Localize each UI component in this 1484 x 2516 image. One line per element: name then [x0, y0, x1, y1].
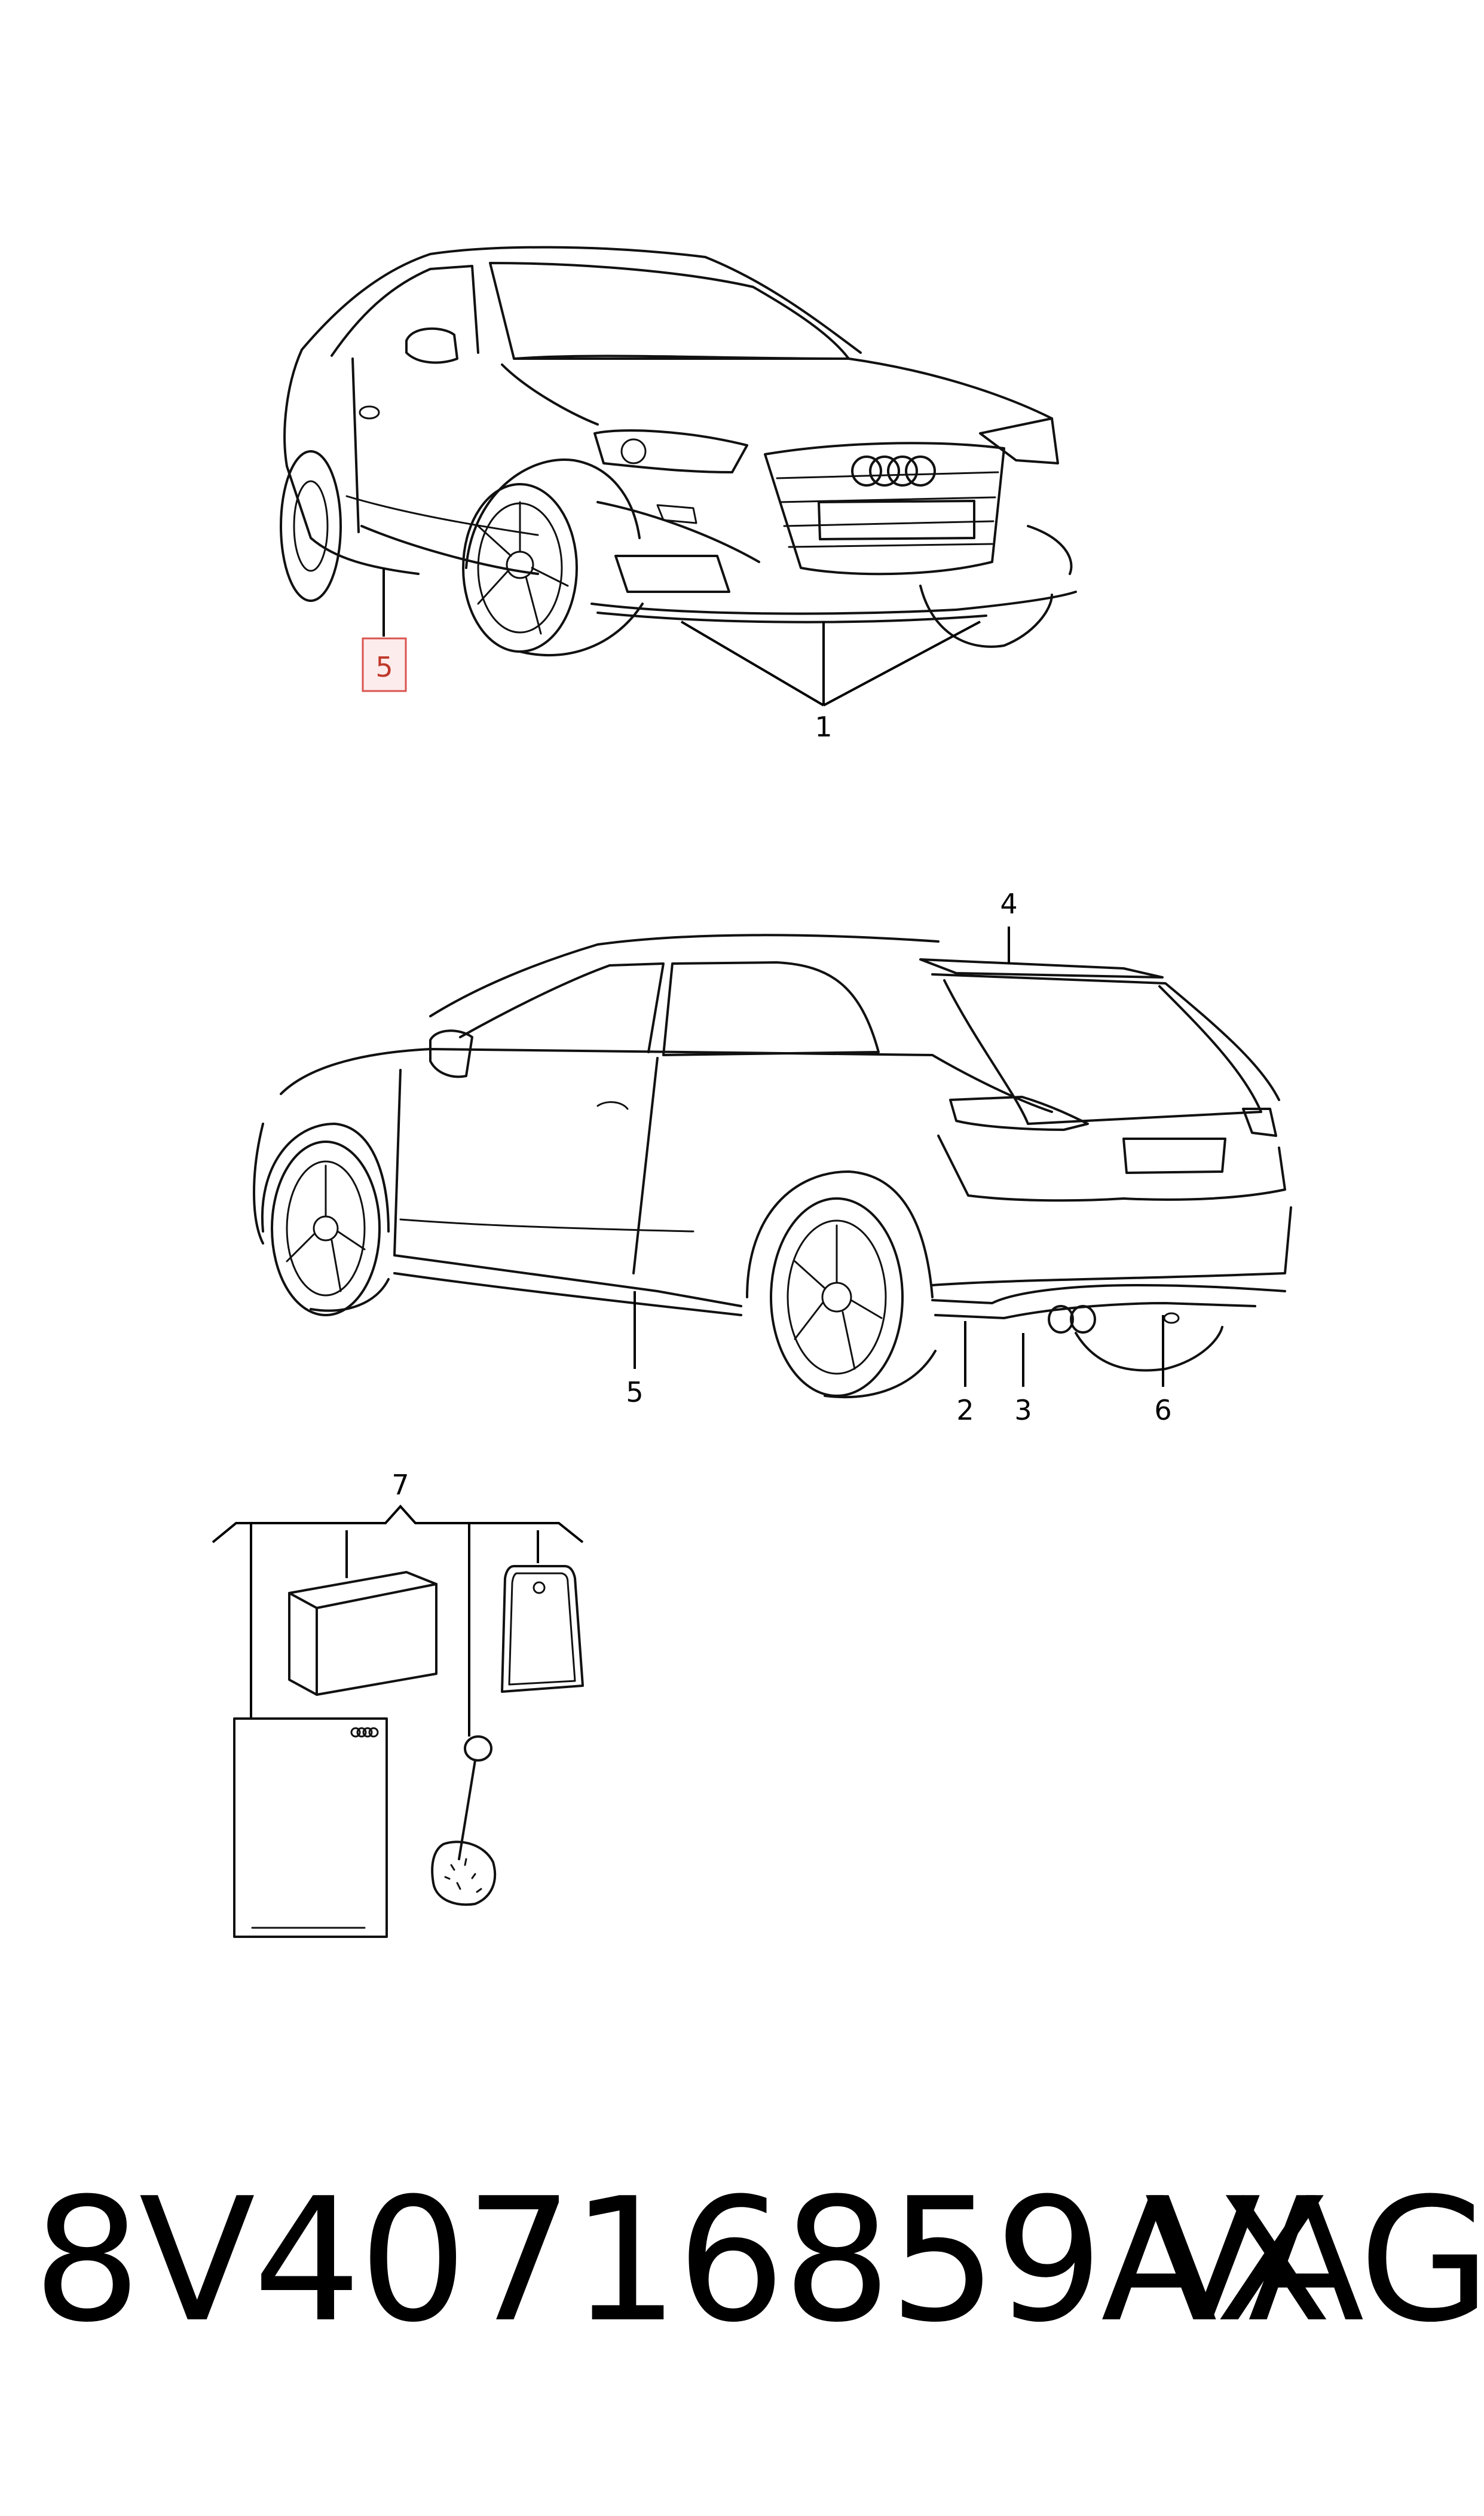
callout-3[interactable]: 3	[1014, 1394, 1032, 1426]
callout-5-front[interactable]: 5	[375, 651, 393, 683]
callout-2[interactable]: 2	[956, 1394, 974, 1426]
brand-rings-logo	[851, 455, 936, 487]
kit-contents: 7	[212, 1469, 584, 1938]
callout-6[interactable]: 6	[1154, 1394, 1171, 1426]
part-number: 8V40716859AX	[33, 2162, 1332, 2360]
adhesive-box	[288, 1571, 437, 1696]
callout-5-rear[interactable]: 5	[626, 1376, 643, 1408]
callout-4[interactable]: 4	[1000, 888, 1017, 920]
instruction-sheet	[233, 1717, 388, 1938]
brand-name: VAG	[1145, 2162, 1484, 2360]
rear-view-callouts: 4 5 2 3 6	[626, 888, 1171, 1426]
tag-plate	[501, 1565, 584, 1693]
applicator-pad	[431, 1735, 497, 1906]
callout-7[interactable]: 7	[391, 1469, 409, 1501]
rear-view-car	[253, 934, 1292, 1399]
front-view-car	[280, 246, 1077, 657]
front-view-callouts: 5 1	[362, 568, 981, 743]
callout-1[interactable]: 1	[815, 711, 832, 743]
highlight-box-5[interactable]	[362, 637, 407, 692]
